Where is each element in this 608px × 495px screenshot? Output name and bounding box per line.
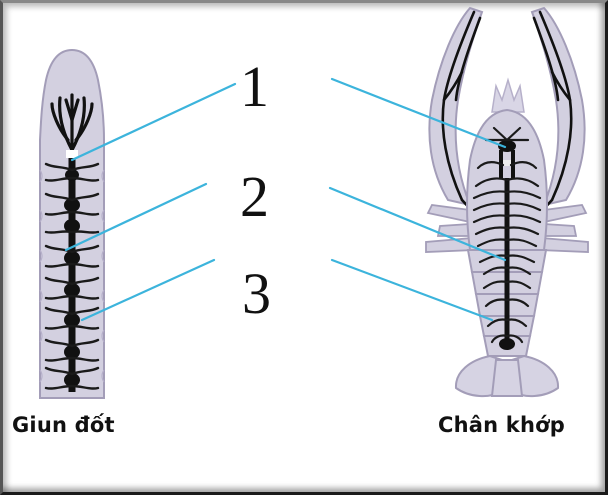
leader-lines (64, 77, 507, 322)
leader-line-1-right (330, 77, 507, 149)
leader-line-3-left (80, 258, 216, 322)
leader-line-3-right (330, 258, 494, 322)
caption-annelid: Giun đốt (12, 413, 115, 437)
label-3: 3 (242, 261, 271, 326)
leader-line-1-left (70, 82, 237, 162)
caption-arthropod: Chân khớp (438, 413, 565, 437)
arthropod-figure (425, 6, 589, 398)
label-1: 1 (240, 54, 269, 119)
leader-line-2-left (64, 182, 208, 252)
leader-line-2-right (328, 186, 507, 262)
annelid-figure (39, 48, 105, 399)
label-2: 2 (240, 164, 269, 229)
